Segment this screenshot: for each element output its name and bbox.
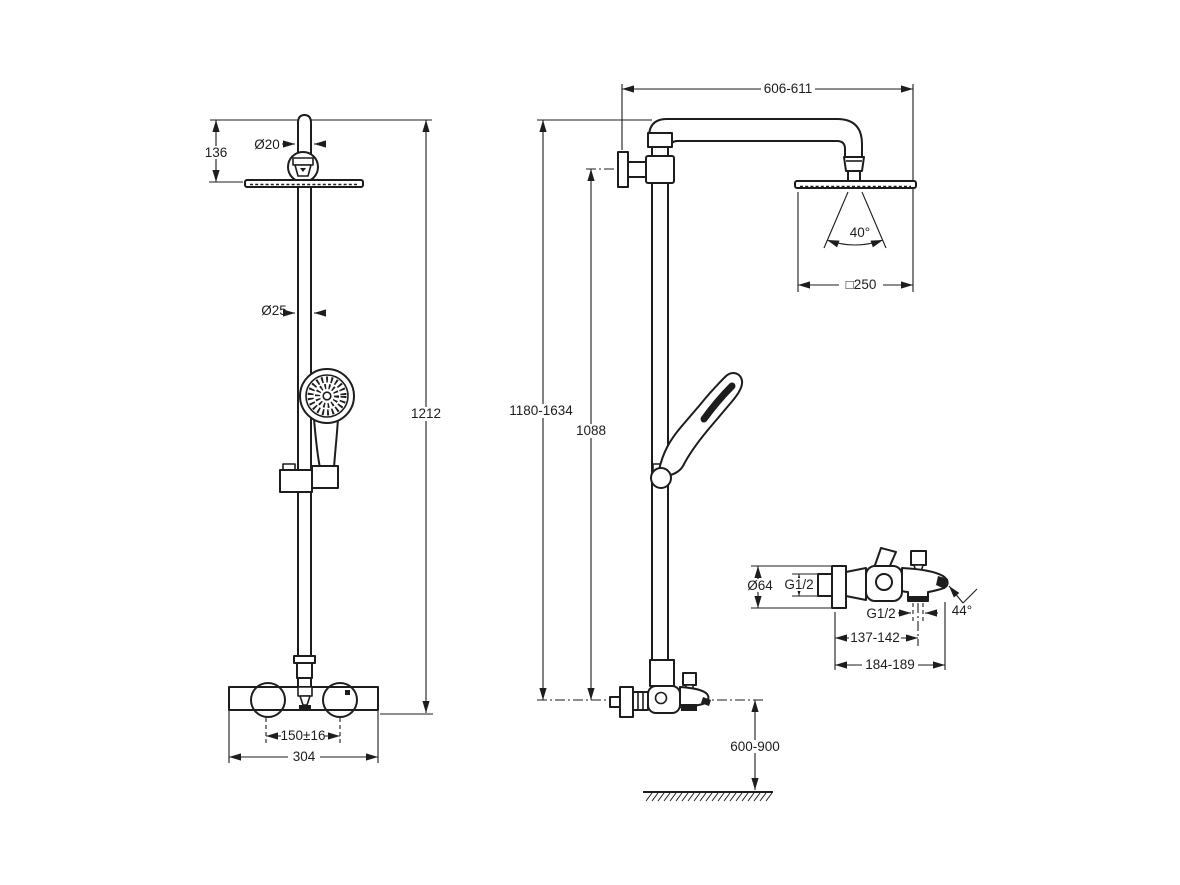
column-adapter <box>293 655 316 679</box>
dim-label-outlet-thread: G1/2 <box>866 606 895 621</box>
dim-spout-floor-height: 600-900 <box>728 700 782 790</box>
dim-spray-angle: 40° <box>823 191 887 249</box>
overhead-shower-head <box>244 179 364 188</box>
dim-body-width: 304 <box>228 711 379 764</box>
dim-label-body-width: 304 <box>293 749 316 764</box>
dim-spout-angle: 44° <box>948 585 978 618</box>
shower-arm <box>647 118 865 182</box>
floor-line <box>643 791 773 802</box>
front-view-drawing: 136 Ø20 Ø25 1212 150±16 <box>201 114 445 764</box>
dim-inlet-thread: G1/2 <box>782 574 816 596</box>
dim-label-arm-reach: 606-611 <box>764 81 813 96</box>
dim-label-spray-angle: 40° <box>850 225 870 240</box>
dim-inlet-spacing: 150±16 <box>265 718 341 743</box>
dim-label-inlet-thread: G1/2 <box>784 577 813 592</box>
overhead-shower-head-side <box>794 180 917 189</box>
hand-shower <box>299 368 355 469</box>
dim-label-column-diameter: Ø25 <box>261 303 287 318</box>
dim-outlet-thread: G1/2 <box>866 606 938 621</box>
side-view-drawing: 40° □250 606-611 1180-1634 <box>508 81 917 802</box>
dim-outlet-offset: 137-142 <box>834 612 918 670</box>
dim-spout-reach: 184-189 <box>835 602 946 672</box>
dim-label-head-height: 136 <box>205 145 228 160</box>
hand-shower-holder <box>279 463 339 493</box>
dim-label-inlet-spacing: 150±16 <box>281 728 326 743</box>
dim-column-diameter: Ø25 <box>261 303 326 318</box>
wall-bracket <box>617 151 675 188</box>
riser-pipe-side <box>651 146 669 687</box>
dim-label-spout-reach: 184-189 <box>865 657 915 672</box>
thermostat-mixer-side <box>609 659 711 718</box>
dim-total-height: 1212 <box>380 120 445 715</box>
dim-label-spout-floor-height: 600-900 <box>730 739 780 754</box>
dim-label-spout-angle: 44° <box>952 603 972 618</box>
dim-escutcheon-diameter: Ø64 <box>744 566 776 608</box>
overhead-shower-ball-joint <box>287 151 319 183</box>
dim-arm-reach: 606-611 <box>622 81 913 96</box>
dim-label-escutcheon-diameter: Ø64 <box>747 578 773 593</box>
dim-label-head-pipe-diameter: Ø20 <box>254 137 280 152</box>
mixer-detail-drawing: Ø64 G1/2 G1/2 44° 137-142 <box>744 547 978 672</box>
mixer-detail-body <box>817 547 949 609</box>
thermostat-mixer-front <box>228 682 379 718</box>
dim-label-total-height: 1212 <box>411 406 441 421</box>
dim-label-outlet-offset: 137-142 <box>850 630 900 645</box>
dim-bracket-height: 1088 <box>572 169 610 700</box>
dim-label-height-range: 1180-1634 <box>509 403 573 418</box>
dim-label-bracket-height: 1088 <box>576 423 606 438</box>
dim-label-head-size: □250 <box>846 277 877 292</box>
dim-head-height: 136 <box>201 120 243 183</box>
dim-head-size: □250 <box>798 277 913 292</box>
dim-head-pipe-diameter: Ø20 <box>254 137 326 152</box>
hand-shower-side <box>650 372 744 489</box>
shower-column-pipe <box>297 114 312 687</box>
dim-height-range: 1180-1634 <box>508 120 574 700</box>
